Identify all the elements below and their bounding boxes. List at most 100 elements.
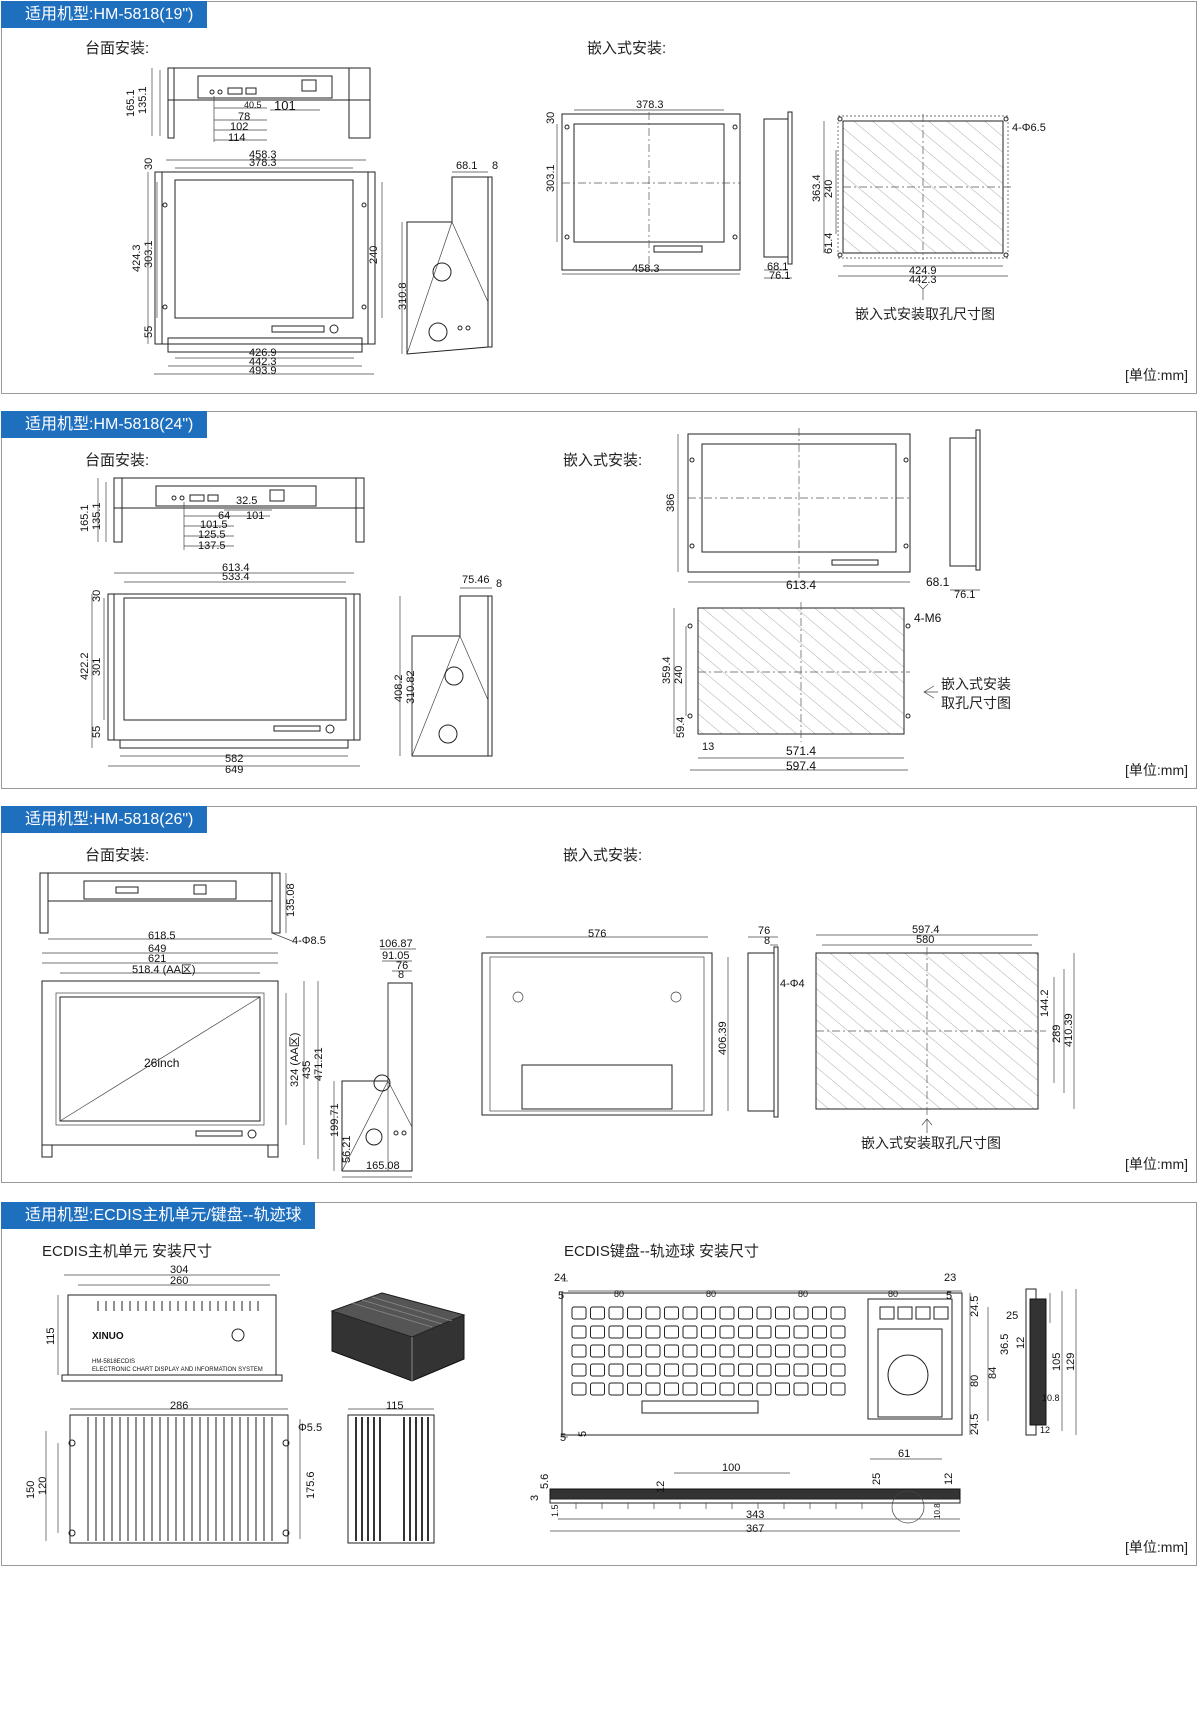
keycap [627,1325,642,1339]
keycap [830,1325,846,1339]
keycap [738,1344,753,1358]
keycap [719,1363,735,1377]
keycap [812,1363,827,1377]
dim: 240 [368,246,380,264]
dim: 240 [673,666,685,684]
dim: 442.3 [909,274,937,286]
dim: 12 [943,1473,955,1485]
keycap [664,1306,679,1320]
keycap [664,1344,679,1358]
keycap [756,1344,772,1358]
keycap [756,1325,772,1339]
dim: 580 [916,934,934,946]
dim: 613.4 [786,578,816,592]
dim: 363.4 [811,174,823,202]
dim: 5 [560,1432,566,1444]
dim: 4-Φ8.5 [292,935,326,947]
keycap [608,1344,624,1358]
cutout-label: 嵌入式安装取孔尺寸图 [855,306,995,322]
dim: 533.4 [222,571,250,583]
dim: 359.4 [661,656,673,684]
cutout-24: 4-M6 359.4 240 59.4 13 571.4 597.4 [661,602,942,773]
dim: 61.4 [823,233,835,254]
host-side-view: 115 [347,1400,435,1544]
keycap [571,1363,587,1377]
dim: 649 [148,943,166,955]
keycap [590,1325,605,1339]
dim: 36.5 [999,1334,1011,1355]
dim: 5 [946,1290,952,1302]
dim: 12 [1040,1425,1050,1435]
keycap [645,1382,661,1396]
keycap [738,1306,753,1320]
dim: 8 [398,969,404,981]
dim: 493.9 [249,365,277,377]
drawing-ecdis: XINUO HM-5818ECDIS ELECTRONIC CHART DISP… [25,1264,1077,1544]
dim: 422.2 [79,652,91,680]
dim: 30 [91,590,103,602]
panel-hm5818-19: 适用机型:HM-5818(19") 台面安装: 嵌入式安装: 嵌入式安装取孔尺寸… [1,1,1197,394]
dim: 408.2 [393,674,405,702]
dim: 378.3 [636,99,664,111]
panel-hm5818-26: 适用机型:HM-5818(26") 台面安装: 嵌入式安装: 嵌入式安装取孔尺寸… [1,806,1197,1183]
dim: 458.3 [249,149,277,161]
dim: 56.21 [341,1135,353,1163]
dim: 76 [396,960,408,972]
drawing-26: 135.08 618.5 4-Φ8.5 26inch 649 621 518.4… [39,872,1075,1178]
dim: 12 [655,1481,667,1493]
dim: 4-M6 [914,611,942,625]
keycap [590,1363,605,1377]
dim: 137.5 [198,540,226,552]
front-view-19: 458.3 378.3 30 424.3 303.1 240 55 426.9 … [131,149,383,377]
dim: 23 [944,1272,956,1284]
dim: 435 [301,1061,313,1079]
embed-front-19: 378.3 30 303.1 458.3 [545,99,741,275]
keycap [701,1306,716,1320]
dim: 25 [1006,1310,1018,1322]
keycap [719,1344,735,1358]
dim: 68.1 [767,261,788,273]
dim: 64 [218,510,230,522]
model-line-2: ELECTRONIC CHART DISPLAY AND INFORMATION… [92,1367,263,1373]
keycap [719,1325,735,1339]
side-view-19: 68.1 8 310.8 [397,160,498,355]
dim: 30 [143,158,155,170]
dim: 175.6 [305,1471,317,1499]
keycap [719,1382,735,1396]
dim: 120 [37,1477,49,1495]
dim: 240 [823,180,835,198]
dim: 75.46 [462,574,490,586]
dim: Φ5.5 [298,1422,322,1434]
keycap [830,1382,846,1396]
dim: 5.6 [539,1474,551,1489]
desk-mount-label: 台面安装: [85,40,150,57]
panel-title: 适用机型:HM-5818(26") [1,806,208,833]
unit-label: [单位:mm] [1125,762,1188,778]
keycap [701,1325,716,1339]
keycap [664,1363,679,1377]
top-view-24: 165.1 135.1 32.5 64 101 101.5 125.5 137.… [79,477,365,552]
keycap [682,1344,698,1358]
dim: 32.5 [236,495,257,507]
front-view-24: 613.4 533.4 30 422.2 301 55 582 649 [79,562,361,776]
keycap [571,1325,587,1339]
host-front-view: XINUO HM-5818ECDIS ELECTRONIC CHART DISP… [45,1264,283,1382]
side-view-24: 75.46 8 408.2 310.82 [393,574,502,757]
panel-title: 适用机型:HM-5818(19") [1,1,208,28]
keycap [627,1344,642,1358]
keycap [738,1363,753,1377]
dim: 129 [1065,1353,1077,1371]
dim: 5 [577,1431,589,1437]
dim: 260 [170,1275,188,1287]
screen-size-label: 26inch [144,1056,179,1070]
embed-side-24: 68.1 76.1 [926,429,981,601]
dim: 165.08 [366,1160,400,1172]
dim: 165.1 [79,504,91,532]
dim: 61 [898,1448,910,1460]
drawing-24: 165.1 135.1 32.5 64 101 101.5 125.5 137.… [79,428,981,776]
dim: 30 [545,112,557,124]
keycap [627,1363,642,1377]
dim: 304 [170,1264,188,1276]
drawing-19: 165.1 135.1 40.5 101 78 102 114 [125,67,1046,377]
dim: 518.4 (AA区) [132,964,196,976]
